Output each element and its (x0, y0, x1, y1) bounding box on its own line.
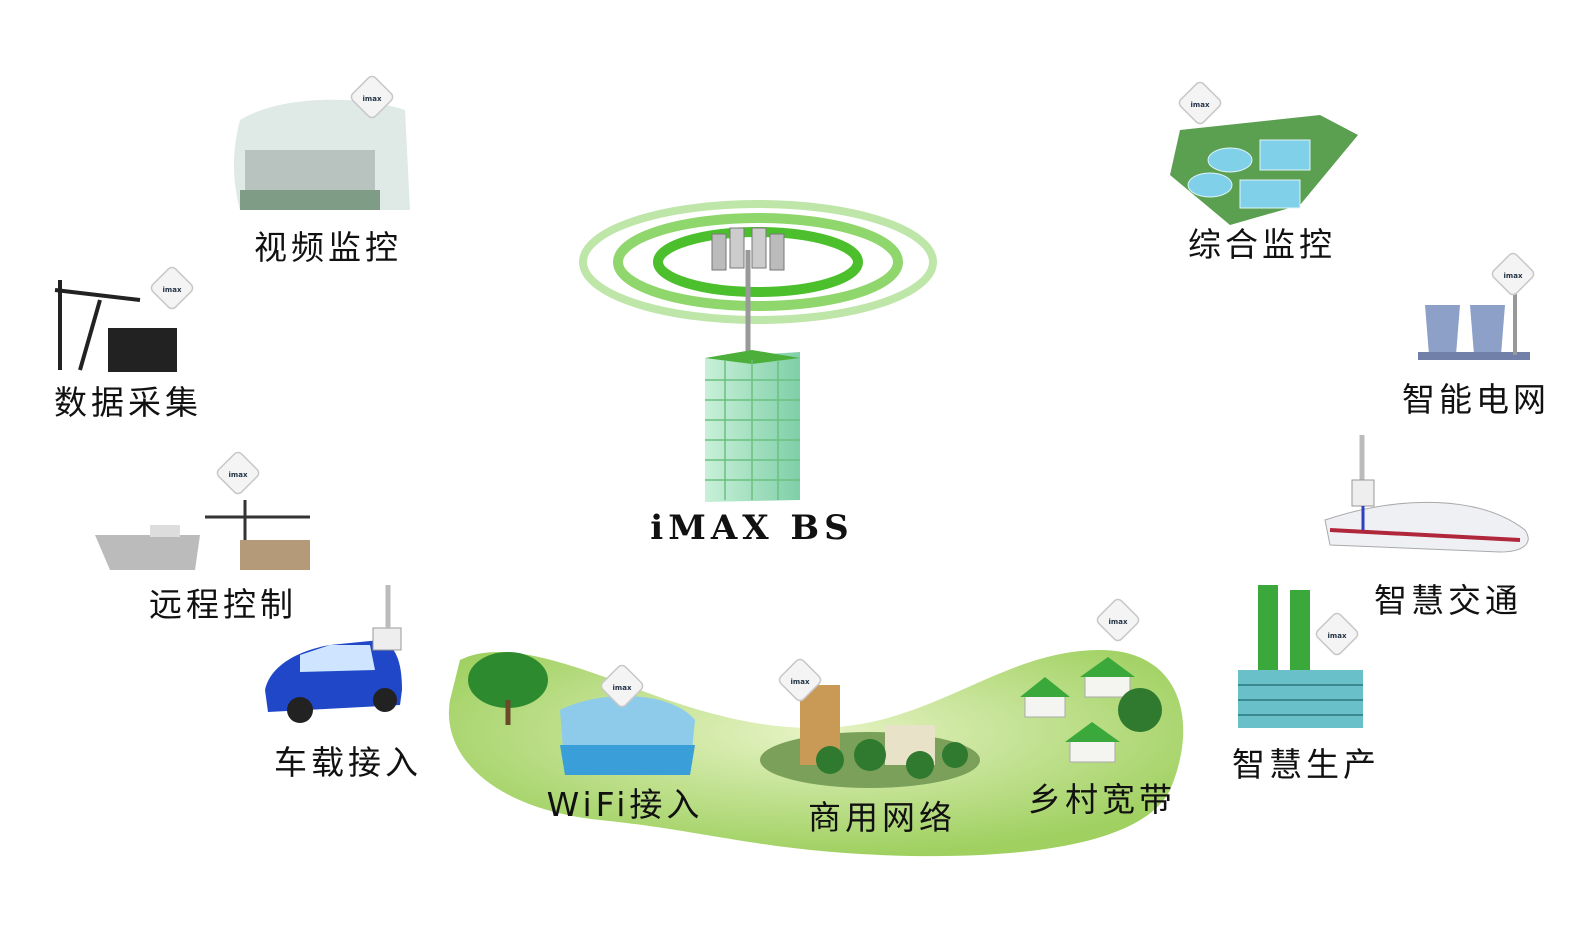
lake-icon (468, 652, 695, 775)
train-icon (1324, 435, 1529, 553)
label-data-collection: 数据采集 (54, 383, 202, 422)
center-label: iMAX BS (650, 508, 854, 548)
dam-icon (234, 99, 410, 210)
label-smart-transport: 智慧交通 (1374, 581, 1522, 620)
label-video-monitoring: 视频监控 (254, 228, 402, 267)
oil-pump-icon (54, 280, 177, 372)
factory-icon (1238, 585, 1363, 728)
label-smart-grid: 智能电网 (1402, 380, 1550, 419)
city-buildings-icon (760, 685, 980, 788)
label-wifi-access: WiFi接入 (546, 785, 704, 824)
label-integrated-monitoring: 综合监控 (1188, 225, 1336, 264)
port-crane-icon (95, 500, 310, 570)
label-vehicle-access: 车载接入 (274, 743, 422, 782)
label-commercial-network: 商用网络 (808, 798, 956, 837)
village-houses-icon (1020, 657, 1162, 763)
water-treatment-icon (1170, 115, 1358, 225)
label-rural-broadband: 乡村宽带 (1028, 780, 1176, 819)
label-smart-production: 智慧生产 (1232, 745, 1380, 784)
label-remote-control: 远程控制 (149, 585, 297, 624)
base-station-tower-icon (705, 227, 800, 502)
police-car-icon (265, 585, 402, 723)
power-plant-icon (1418, 290, 1530, 360)
